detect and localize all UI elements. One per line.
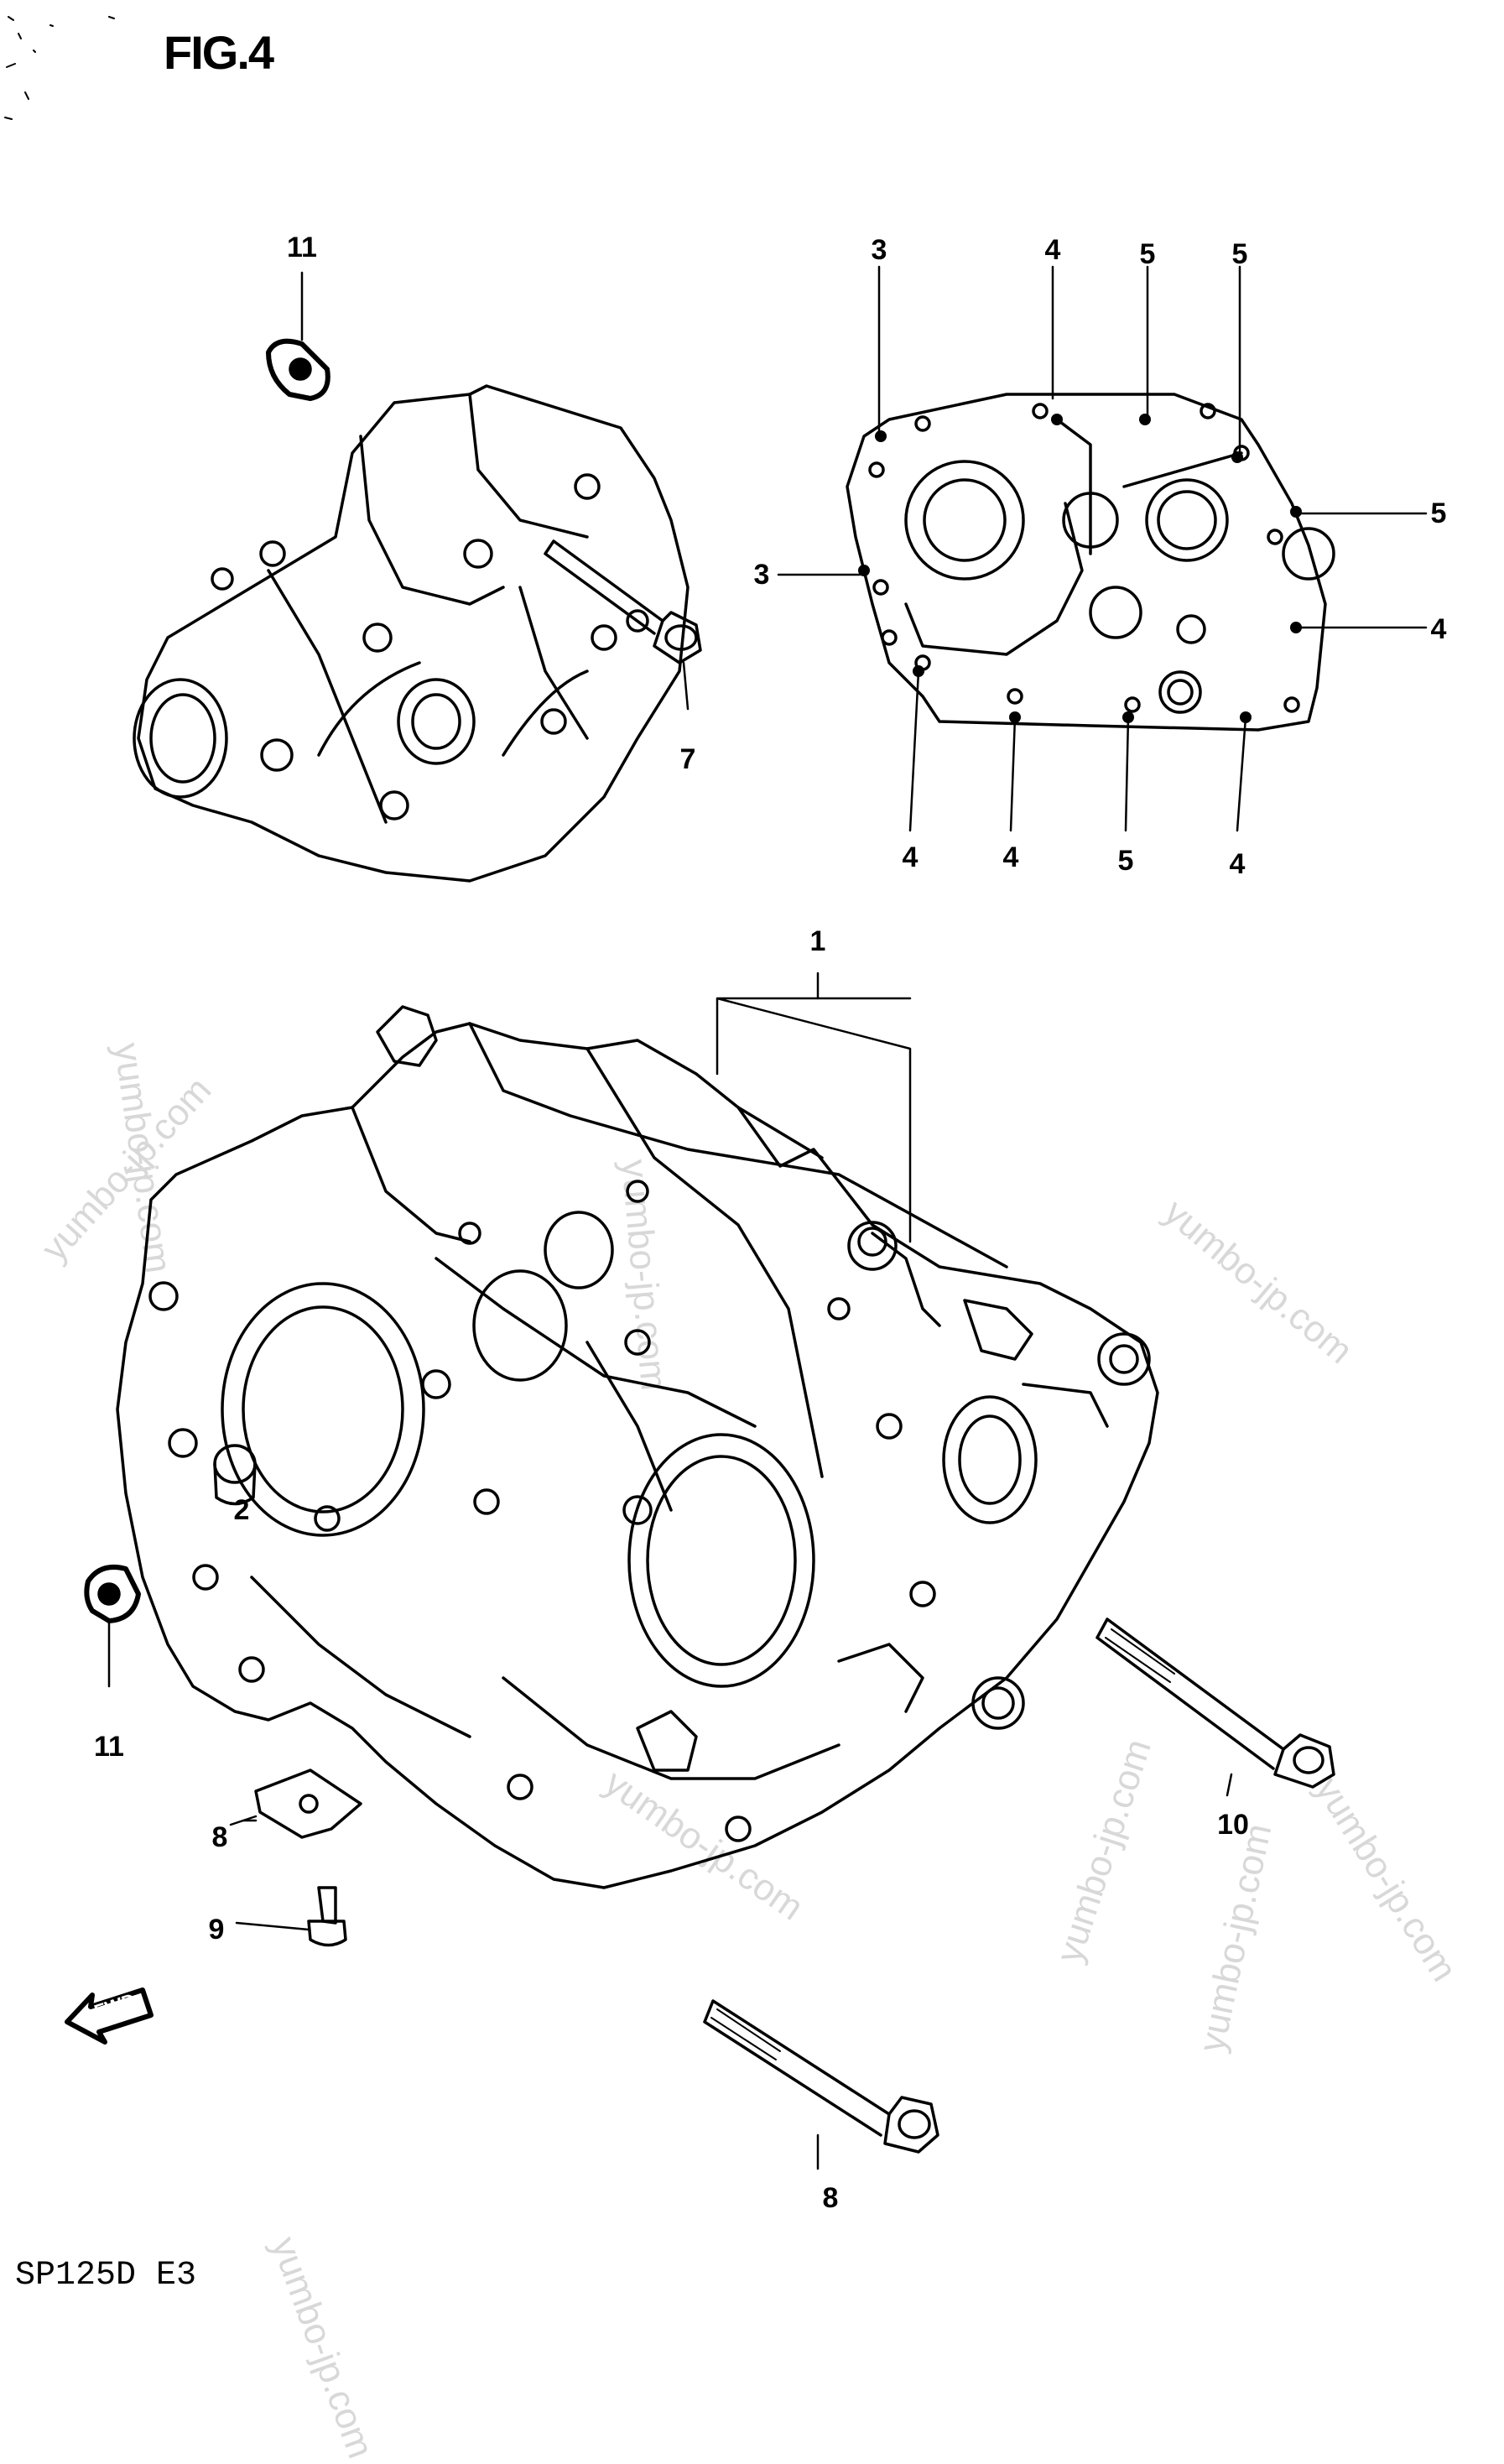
callout-4-top: 4 (1044, 234, 1061, 266)
callout-11-top: 11 (287, 232, 317, 263)
crankcase-gasket (846, 393, 1335, 732)
exploded-parts-diagram (4, 16, 1428, 2170)
figure-title: FIG.4 (164, 26, 274, 79)
scan-noise (4, 16, 115, 120)
callout-5-bottom: 5 (1117, 845, 1134, 877)
callout-3-left: 3 (753, 559, 770, 591)
bolt-part-10 (1095, 1617, 1335, 1789)
callout-3-top: 3 (871, 234, 887, 266)
callout-1: 1 (809, 925, 826, 957)
callout-4-bottom-c: 4 (1229, 848, 1246, 880)
clamp-part-6 (254, 1769, 362, 1839)
callout-7: 9 (208, 1914, 225, 1946)
forward-arrow-icon (65, 1987, 154, 2045)
callout-4-bottom-a: 4 (902, 841, 919, 873)
leader-lines (107, 265, 1428, 2170)
crankcase-set-part-1 (116, 1005, 1159, 1889)
screw-part-7 (307, 1886, 347, 1947)
gasket-dowel-dots (858, 414, 1302, 723)
callout-11-lower: 11 (94, 1731, 124, 1763)
bolt-part-9 (544, 539, 702, 664)
callout-2: 2 (233, 1494, 250, 1526)
model-code: SP125D E3 (15, 2257, 197, 2295)
callout-5-right: 5 (1430, 497, 1447, 529)
callout-9: 7 (679, 743, 696, 775)
callout-4-right: 4 (1430, 613, 1447, 645)
bolt-part-8 (703, 1999, 939, 2154)
callout-10: 10 (1217, 1809, 1249, 1841)
callout-5-top-b: 5 (1231, 238, 1248, 270)
callout-6: 8 (211, 1821, 228, 1853)
callout-8: 8 (822, 2182, 839, 2214)
callout-5-top-a: 5 (1139, 238, 1156, 270)
right-crankcase-half (133, 384, 690, 883)
callout-4-bottom-b: 4 (1002, 841, 1019, 873)
grommet-part-11-top (266, 338, 330, 401)
grommet-part-11-lower (84, 1564, 141, 1623)
dowel-pin-part-2 (213, 1444, 257, 1506)
